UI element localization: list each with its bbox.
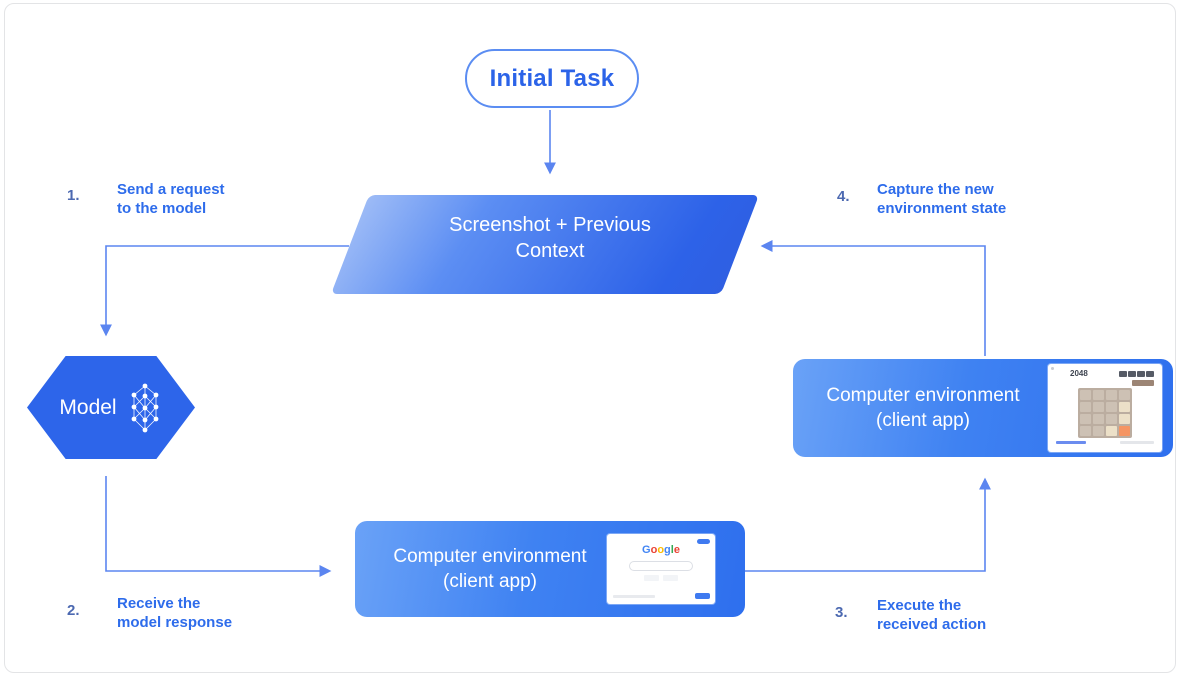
step-1-line2: to the model bbox=[117, 200, 207, 217]
environment-right-label: Computer environment (client app) bbox=[803, 383, 1043, 433]
game-title: 2048 bbox=[1070, 369, 1088, 378]
game-footer bbox=[1056, 441, 1154, 444]
step-3-number: 3. bbox=[835, 604, 848, 621]
step-3-line2: received action bbox=[877, 616, 987, 633]
google-logo-letter: G bbox=[642, 544, 651, 556]
step-4-line2: environment state bbox=[877, 200, 1007, 217]
game-board bbox=[1078, 388, 1132, 438]
search-buttons bbox=[607, 575, 715, 581]
diagram-canvas: Initial Task Screenshot + Previous Conte… bbox=[4, 3, 1176, 673]
environment-bottom-label: Computer environment (client app) bbox=[370, 544, 610, 594]
step-2-line2: model response bbox=[117, 614, 233, 631]
board-cell bbox=[1106, 390, 1117, 400]
board-tile bbox=[1119, 414, 1130, 424]
board-tile bbox=[1119, 426, 1130, 436]
environment-right-label-line2: (client app) bbox=[876, 410, 970, 431]
board-cell bbox=[1119, 390, 1130, 400]
footer-link-bar bbox=[1056, 441, 1086, 444]
google-logo-letter: g bbox=[664, 544, 671, 556]
step-4-number: 4. bbox=[837, 188, 850, 205]
google-logo-letter: o bbox=[650, 544, 658, 556]
game-2048-thumbnail: 2048 bbox=[1048, 364, 1162, 452]
board-cell bbox=[1093, 390, 1104, 400]
context-label-line1: Screenshot + Previous bbox=[449, 214, 651, 236]
neural-network-icon bbox=[131, 383, 158, 432]
step-2-number: 2. bbox=[67, 602, 80, 619]
board-cell bbox=[1080, 390, 1091, 400]
footer-text-bar bbox=[613, 594, 655, 598]
board-cell bbox=[1080, 402, 1091, 412]
step-1-label: Send a request to the model bbox=[117, 180, 225, 218]
environment-bottom-label-line1: Computer environment bbox=[393, 546, 587, 567]
step-1-number: 1. bbox=[67, 187, 80, 204]
browser-favicon-dot bbox=[1051, 367, 1054, 370]
board-cell bbox=[1093, 414, 1104, 424]
context-label-line2: Context bbox=[515, 240, 585, 262]
step-4-label: Capture the new environment state bbox=[877, 180, 1006, 218]
board-tile bbox=[1106, 426, 1117, 436]
step-2-line1: Receive the bbox=[117, 595, 201, 612]
model-node: Model bbox=[27, 356, 195, 459]
arrow-context-to-model bbox=[100, 245, 349, 337]
board-tile bbox=[1119, 402, 1130, 412]
game-header: 2048 bbox=[1070, 370, 1154, 378]
score-boxes bbox=[1119, 371, 1154, 377]
initial-task-label: Initial Task bbox=[489, 64, 615, 92]
footer-grey-bar bbox=[1120, 441, 1154, 444]
board-cell bbox=[1093, 402, 1104, 412]
environment-bottom-label-line2: (client app) bbox=[443, 571, 537, 592]
sign-in-button bbox=[697, 539, 710, 544]
arrow-environment-to-context bbox=[760, 240, 986, 356]
model-label: Model bbox=[59, 395, 117, 419]
google-logo-letter: l bbox=[670, 544, 674, 556]
environment-right-label-line1: Computer environment bbox=[826, 385, 1020, 406]
footer-blue-button bbox=[695, 593, 710, 599]
step-3-label: Execute the received action bbox=[877, 596, 986, 634]
google-logo: Google bbox=[607, 545, 715, 556]
step-4-line1: Capture the new bbox=[877, 181, 994, 198]
board-cell bbox=[1080, 426, 1091, 436]
initial-task-node: Initial Task bbox=[465, 49, 639, 108]
step-2-label: Receive the model response bbox=[117, 594, 232, 632]
arrow-model-to-environment bbox=[105, 476, 332, 577]
board-cell bbox=[1080, 414, 1091, 424]
new-game-button bbox=[1132, 380, 1154, 386]
computer-environment-right-node: Computer environment (client app) 2048 bbox=[793, 359, 1173, 457]
board-cell bbox=[1106, 402, 1117, 412]
step-1-line1: Send a request bbox=[117, 181, 225, 198]
board-cell bbox=[1093, 426, 1104, 436]
search-bar bbox=[629, 561, 693, 571]
step-3-line1: Execute the bbox=[877, 597, 962, 614]
google-logo-letter: e bbox=[673, 544, 680, 556]
arrow-environment-to-environment bbox=[745, 477, 991, 572]
board-cell bbox=[1106, 414, 1117, 424]
thumbnail-footer bbox=[613, 593, 710, 599]
google-logo-letter: o bbox=[657, 544, 665, 556]
computer-environment-bottom-node: Computer environment (client app) Google bbox=[355, 521, 745, 617]
google-search-thumbnail: Google bbox=[607, 534, 715, 604]
context-label: Screenshot + Previous Context bbox=[360, 212, 740, 264]
